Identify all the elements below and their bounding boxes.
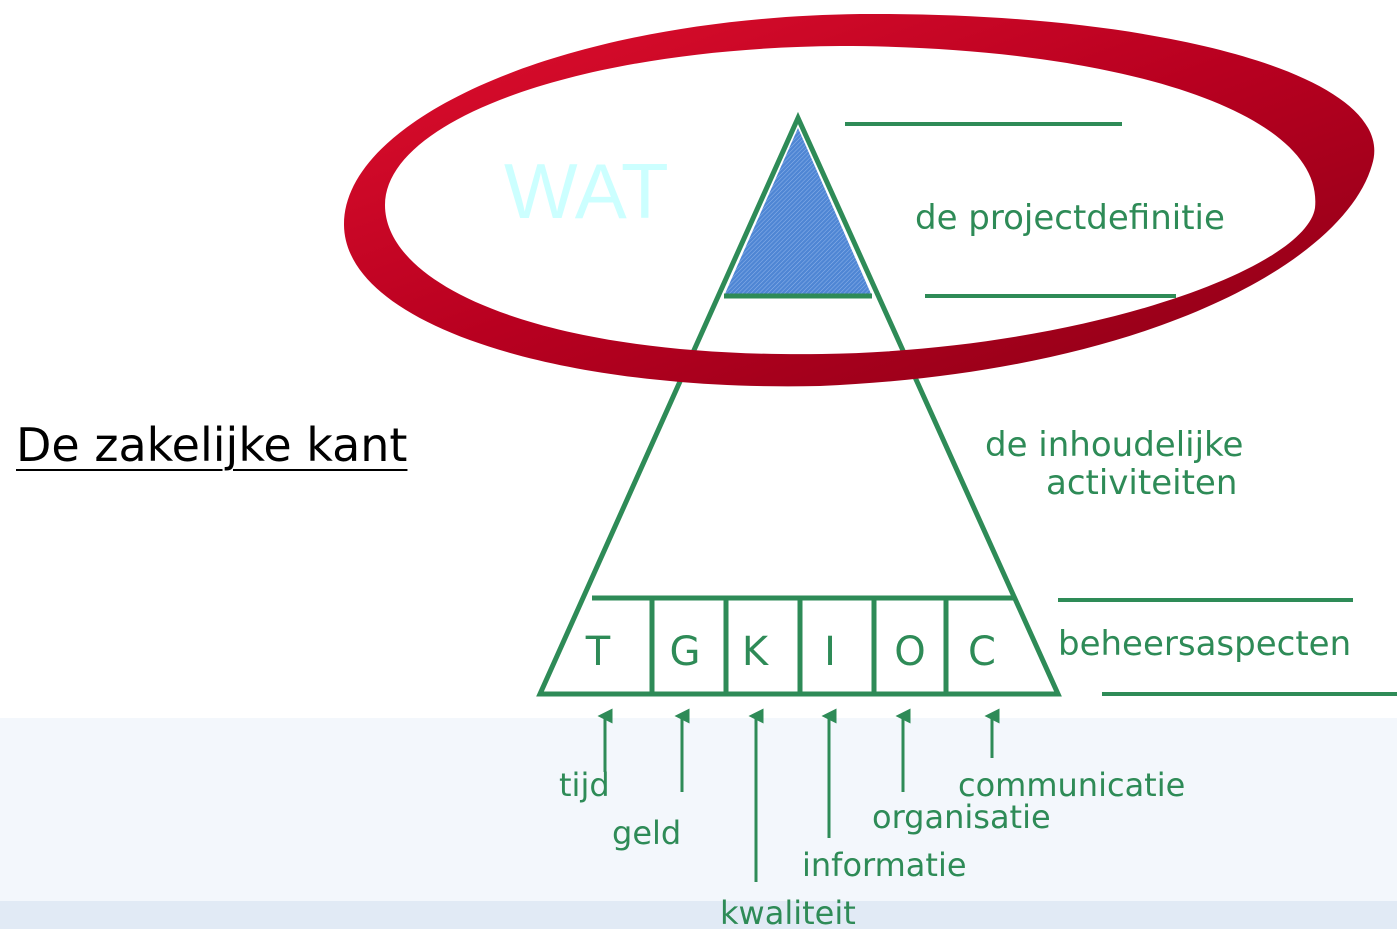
aspect-word-organisatie: organisatie xyxy=(872,798,1051,836)
aspect-word-geld: geld xyxy=(612,814,681,852)
background-band-dark xyxy=(0,901,1397,929)
level-lines xyxy=(845,122,1397,696)
page-title: De zakelijke kant xyxy=(16,418,408,472)
aspect-word-informatie: informatie xyxy=(802,846,967,884)
cell-letter-o: O xyxy=(894,629,925,675)
level-middle-label-1: de inhoudelijke xyxy=(985,425,1243,465)
wat-label: WAT xyxy=(504,147,669,235)
aspect-word-kwaliteit: kwaliteit xyxy=(720,894,856,929)
cell-letter-t: T xyxy=(585,629,611,675)
level-top-label: de projectdefinitie xyxy=(915,198,1225,238)
cell-letter-i: I xyxy=(824,629,836,675)
level-middle-label-2: activiteiten xyxy=(1046,463,1237,503)
background-band-light xyxy=(0,718,1397,901)
aspect-word-tijd: tijd xyxy=(559,766,610,804)
apex-highlight xyxy=(724,128,872,296)
level-bottom-label: beheersaspecten xyxy=(1058,624,1351,664)
aspect-word-communicatie: communicatie xyxy=(958,766,1185,804)
cell-letter-c: C xyxy=(968,629,996,675)
cell-letter-g: G xyxy=(670,629,701,675)
pyramid xyxy=(536,111,1062,697)
cell-letter-k: K xyxy=(742,629,770,675)
aspect-arrows xyxy=(597,708,1000,882)
